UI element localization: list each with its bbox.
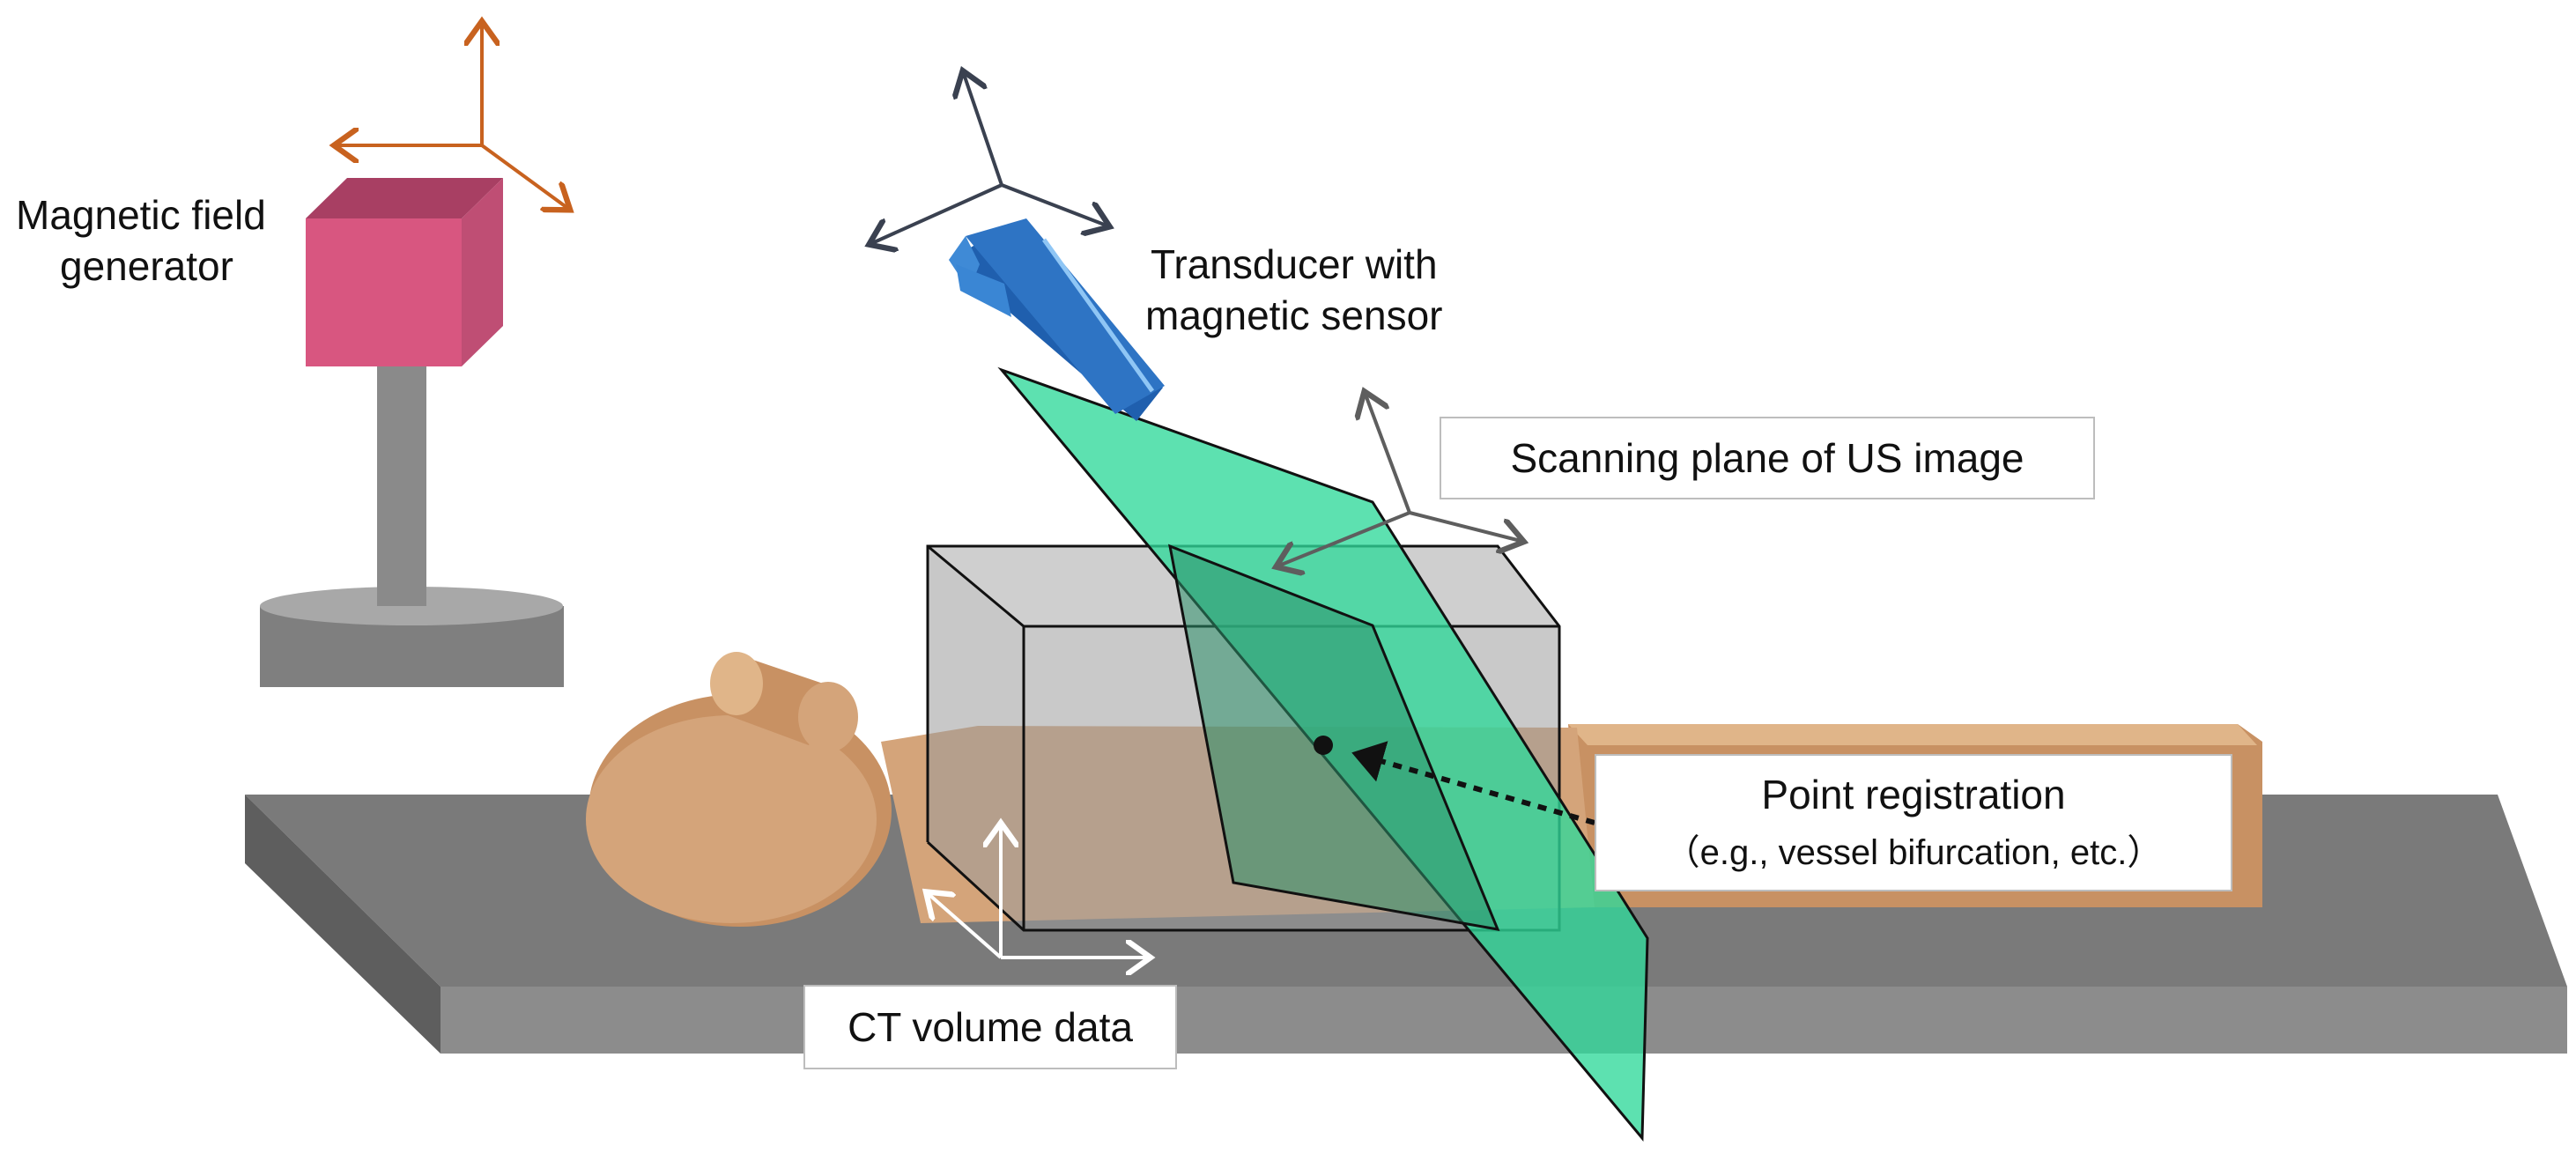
coordinate-axes-icon <box>872 74 1107 243</box>
transducer-line1: Transducer with <box>1151 241 1438 287</box>
magnetic-field-generator-label: Magnetic field generator <box>16 190 298 292</box>
coordinate-axes-icon <box>1279 395 1521 566</box>
coordinate-axes-icon <box>337 25 567 208</box>
ct-volume-text: CT volume data <box>848 1004 1133 1050</box>
magnetic-field-generator-line2: generator <box>60 242 233 289</box>
point-registration-label: Point registration （e.g., vessel bifurca… <box>1595 754 2232 891</box>
point-registration-title: Point registration <box>1761 772 2066 817</box>
coordinate-axes-icon <box>929 826 1147 958</box>
magnetic-field-generator-icon <box>260 178 564 687</box>
transducer-label: Transducer with magnetic sensor <box>1145 240 1443 341</box>
registration-point <box>1314 736 1595 825</box>
point-registration-detail: （e.g., vessel bifurcation, etc.） <box>1664 833 2163 872</box>
scanning-plane-label: Scanning plane of US image <box>1440 417 2095 499</box>
scanning-plane-text: Scanning plane of US image <box>1510 435 2025 481</box>
transducer-line2: magnetic sensor <box>1145 292 1443 338</box>
transducer-icon <box>949 218 1165 421</box>
magnetic-field-generator-line1: Magnetic field <box>16 192 266 238</box>
ct-volume-label: CT volume data <box>803 985 1177 1069</box>
